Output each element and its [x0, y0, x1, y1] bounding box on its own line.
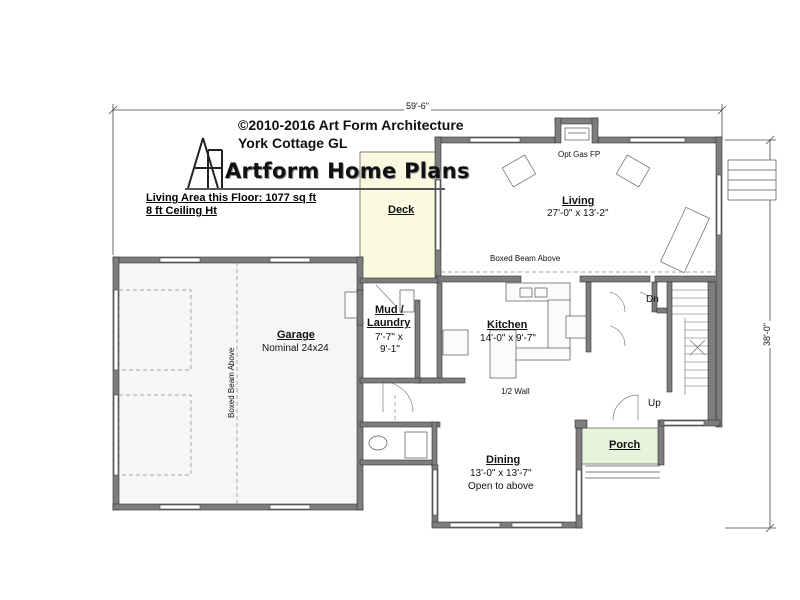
fireplace [564, 127, 590, 141]
stair-up-label: Up [648, 398, 661, 409]
garage-floor [118, 262, 360, 506]
door-swings [375, 284, 656, 421]
bath-fixtures [368, 431, 428, 459]
living-label: Living [562, 195, 595, 207]
garage-size: Nominal 24x24 [262, 343, 329, 354]
living-size: 27'-0" x 13'-2" [547, 208, 609, 219]
living-furniture [501, 154, 710, 274]
plan-name: York Cottage GL [238, 135, 348, 151]
mud-label-line2: Laundry [367, 317, 411, 329]
kitchen-size: 14'-0" x 9'-7" [480, 333, 536, 344]
mud-size-line1: 7'-7" x [375, 332, 403, 343]
garage-door-tracks [118, 262, 238, 505]
gas-fireplace-note: Opt Gas FP [558, 150, 601, 159]
boxed-beam-note: Boxed Beam Above [490, 254, 561, 263]
mud-fixtures [344, 289, 469, 356]
stairs [672, 289, 708, 395]
stair-down-label: Dn [646, 294, 659, 305]
half-wall-note: 1/2 Wall [501, 387, 530, 396]
garage-openings [113, 257, 311, 510]
garage-walls [112, 256, 364, 511]
porch-steps [585, 465, 660, 479]
garage-beam-note: Boxed Beam Above [227, 347, 236, 418]
living-area-text: Living Area this Floor: 1077 sq ft [146, 192, 317, 204]
dining-label: Dining [486, 454, 521, 466]
deck-label: Deck [388, 204, 415, 216]
deck-area [359, 151, 438, 280]
mud-label-line1: Mud / [375, 304, 404, 316]
exterior-steps [727, 159, 777, 201]
artform-logo-mark [187, 137, 223, 189]
garage-label: Garage [277, 329, 315, 341]
mud-size-line2: 9'-1" [380, 344, 400, 355]
brand-name: Artform Home Plans [225, 159, 470, 183]
ceiling-height-text: 8 ft Ceiling Ht [146, 205, 217, 217]
overall-width-label: 59'-6" [404, 101, 431, 111]
dining-note: Open to above [468, 481, 534, 492]
overall-depth-label: 38'-0" [762, 321, 772, 348]
kitchen-counters [489, 282, 587, 379]
kitchen-label: Kitchen [487, 319, 528, 331]
windows [432, 137, 722, 528]
porch-label: Porch [609, 439, 641, 451]
copyright-text: ©2010-2016 Art Form Architecture [238, 117, 464, 133]
dining-size: 13'-0" x 13'-7" [470, 468, 532, 479]
boxed-beam-line [394, 271, 716, 420]
